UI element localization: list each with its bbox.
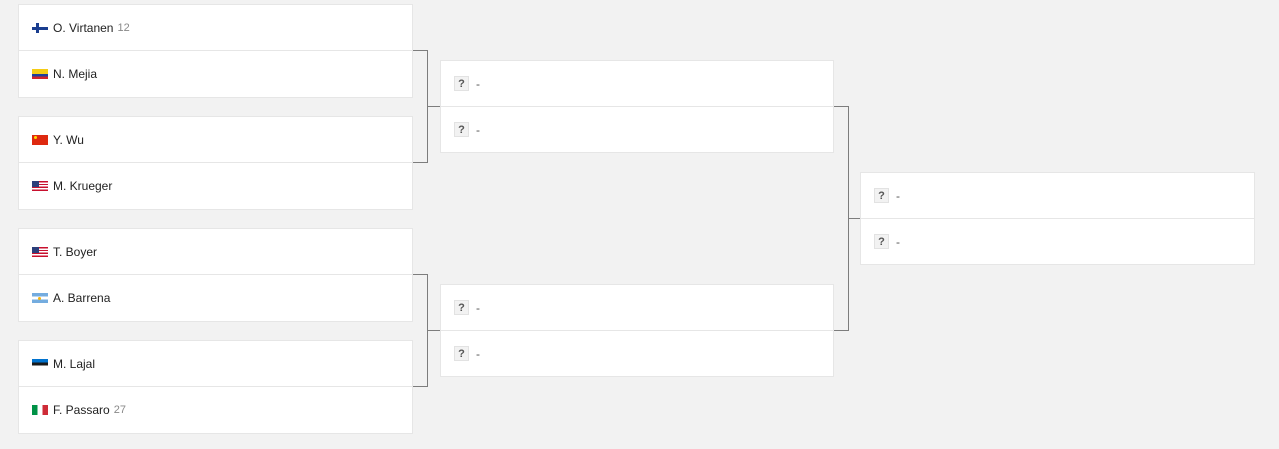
player-name: N. Mejia [53,67,98,81]
r1-m2-player2[interactable]: M. Krueger [18,162,413,210]
bracket-connector [834,106,848,107]
player-name: F. Passaro [53,403,110,417]
r2-m2-slot1[interactable]: ? - [440,284,834,331]
placeholder-dash: - [476,76,480,91]
italy-flag-icon [32,405,48,415]
bracket-connector [413,386,427,387]
finland-flag-icon [32,22,48,33]
bracket-connector [413,50,427,51]
player-name: O. Virtanen [53,20,114,35]
usa-flag-icon [32,246,48,257]
bracket-connector [413,162,427,163]
final-slot2[interactable]: ? - [860,218,1255,265]
bracket-connector [427,330,441,331]
player-seed: 12 [117,21,130,34]
r1-m1-player1[interactable]: O. Virtanen 12 [18,4,413,51]
argentina-flag-icon [32,293,48,303]
player-name: M. Lajal [53,356,96,371]
player-name: A. Barrena [53,291,111,305]
bracket-connector [413,274,427,275]
r1-m3-player2[interactable]: A. Barrena [18,274,413,322]
r1-m4-player2[interactable]: F. Passaro 27 [18,386,413,434]
placeholder-dash: - [476,122,480,137]
r1-m4-player1[interactable]: M. Lajal [18,340,413,387]
bracket-connector [848,218,861,219]
r1-m3-player1[interactable]: T. Boyer [18,228,413,275]
colombia-flag-icon [32,69,48,79]
unknown-player-icon: ? [454,122,469,137]
r2-m1-slot1[interactable]: ? - [440,60,834,107]
unknown-player-icon: ? [454,76,469,91]
bracket-connector [834,330,848,331]
placeholder-dash: - [476,346,480,361]
player-name: T. Boyer [53,244,98,259]
estonia-flag-icon [32,358,48,369]
player-seed: 27 [113,404,126,416]
unknown-player-icon: ? [454,300,469,315]
bracket-connector [427,106,441,107]
unknown-player-icon: ? [874,188,889,203]
r1-m1-player2[interactable]: N. Mejia [18,50,413,98]
unknown-player-icon: ? [454,346,469,361]
placeholder-dash: - [896,188,900,203]
placeholder-dash: - [896,234,900,249]
placeholder-dash: - [476,300,480,315]
r1-m2-player1[interactable]: Y. Wu [18,116,413,163]
r2-m1-slot2[interactable]: ? - [440,106,834,153]
unknown-player-icon: ? [874,234,889,249]
final-slot1[interactable]: ? - [860,172,1255,219]
player-name: Y. Wu [53,132,84,147]
usa-flag-icon [32,181,48,191]
player-name: M. Krueger [53,179,113,193]
china-flag-icon [32,134,48,145]
r2-m2-slot2[interactable]: ? - [440,330,834,377]
